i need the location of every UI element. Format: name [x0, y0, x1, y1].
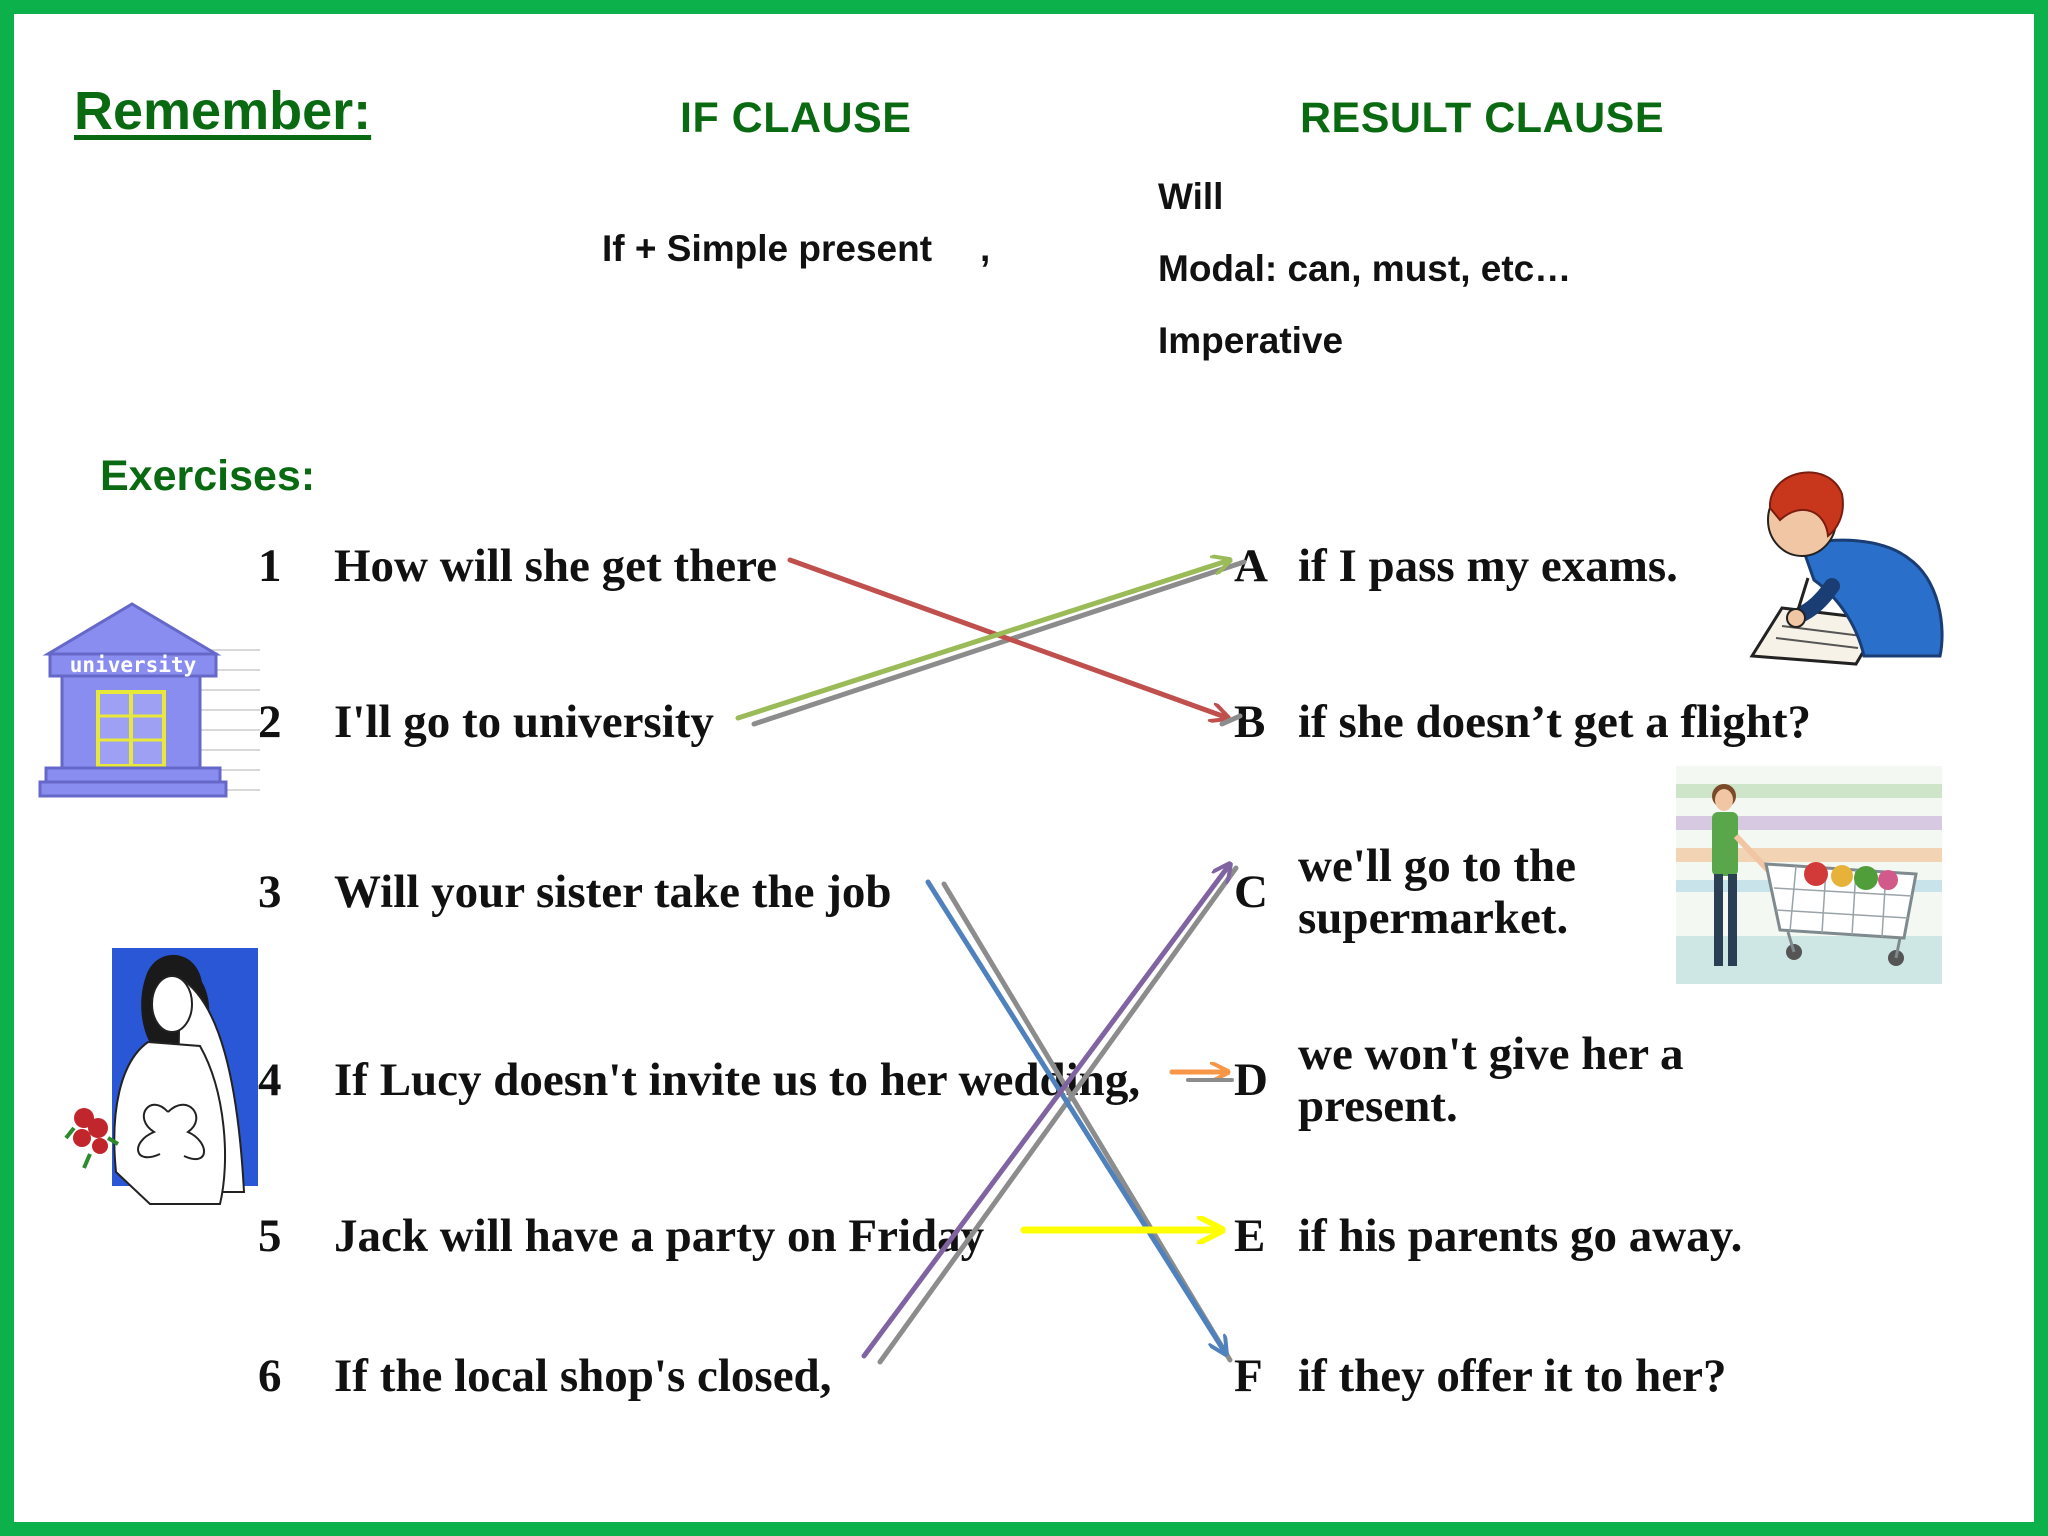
item-number: 1: [258, 540, 282, 592]
right-sentence-c-line2: supermarket.: [1298, 892, 1569, 944]
item-number: 3: [258, 866, 282, 918]
result-option-imperative: Imperative: [1158, 320, 1344, 361]
right-sentence-e: if his parents go away.: [1298, 1210, 1743, 1262]
item-letter: C: [1234, 866, 1268, 918]
match-lines: [735, 14, 1247, 1365]
remember-heading: Remember:: [74, 81, 372, 141]
left-sentence-6: If the local shop's closed,: [334, 1350, 832, 1402]
university-sign-text: university: [70, 653, 197, 677]
item-letter: D: [1234, 1054, 1268, 1106]
result-option-will: Will: [1158, 176, 1224, 217]
right-sentence-a: if I pass my exams.: [1298, 540, 1678, 592]
left-sentence-2: I'll go to university: [334, 696, 714, 748]
item-letter: E: [1234, 1210, 1266, 1262]
right-sentence-d-line2: present.: [1298, 1080, 1458, 1132]
item-letter: B: [1234, 696, 1266, 748]
left-sentence-1: How will she get there: [334, 540, 777, 592]
match-shadow-1-b: [1219, 713, 1243, 727]
match-line-2-a: [735, 560, 1230, 721]
item-letter: F: [1234, 1350, 1263, 1402]
left-sentence-3: Will your sister take the job: [334, 866, 892, 918]
match-line-1-b: [787, 557, 1228, 718]
shopping-cart-woman-icon: [1676, 766, 1942, 984]
left-sentence-5: Jack will have a party on Friday: [334, 1210, 985, 1262]
right-sentence-f: if they offer it to her?: [1298, 1350, 1727, 1402]
item-number: 6: [258, 1350, 282, 1402]
match-shadow-6-c: [877, 865, 1239, 1365]
item-number: 2: [258, 696, 282, 748]
match-line-6-c: [861, 864, 1230, 1359]
right-sentence-d-line1: we won't give her a: [1298, 1028, 1684, 1080]
match-shadow-2-a: [751, 559, 1247, 727]
right-sentence-b: if she doesn’t get a flight?: [1298, 696, 1812, 748]
university-building-icon: university: [38, 602, 260, 798]
formula-comma: ,: [980, 228, 991, 269]
item-number: 4: [258, 1054, 282, 1106]
if-clause-formula: If + Simple present: [602, 228, 933, 269]
if-clause-header: IF CLAUSE: [680, 94, 912, 142]
item-number: 5: [258, 1210, 282, 1262]
right-sentence-c-line1: we'll go to the: [1298, 840, 1577, 892]
bride-icon: [64, 948, 258, 1205]
exercises-heading: Exercises:: [100, 452, 316, 500]
match-line-3-f: [925, 879, 1226, 1354]
result-option-modal: Modal: can, must, etc…: [1158, 248, 1572, 289]
result-clause-header: RESULT CLAUSE: [1300, 94, 1665, 142]
student-writing-icon: [1749, 471, 1944, 666]
left-sentence-4: If Lucy doesn't invite us to her wedding…: [334, 1054, 1141, 1106]
